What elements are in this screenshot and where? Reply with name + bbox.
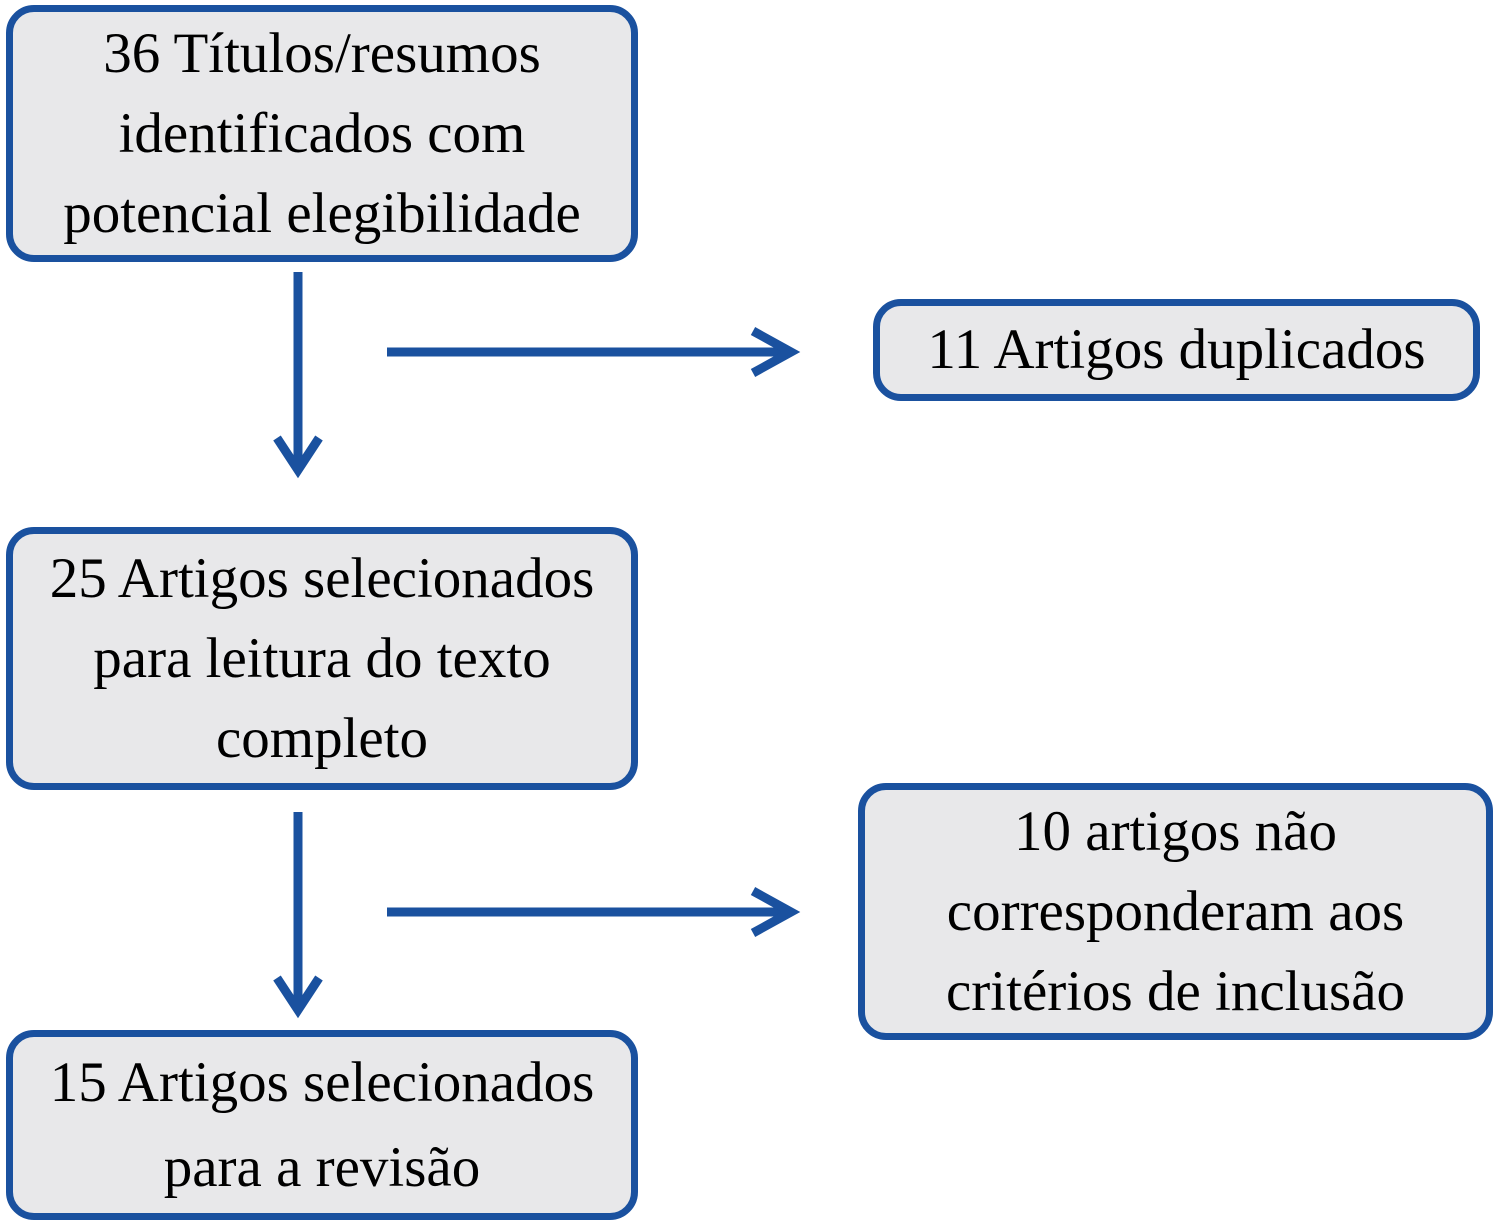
box-text-line: para a revisão [163,1136,481,1199]
box-text-line: 10 artigos não [1014,799,1337,863]
box-text-line: identificados com [118,101,526,165]
box-text-line: potencial elegibilidade [63,181,581,245]
box-excluded-criteria: 10 artigos não corresponderam aos critér… [858,783,1493,1040]
box-text-line: corresponderam aos [946,879,1405,943]
arrow-head-down-icon [273,435,323,479]
box-text-line: critérios de inclusão [945,959,1405,1023]
box-text-line: 25 Artigos selecionados [49,546,595,610]
arrow-head-right-icon [750,887,801,937]
box-text-line: completo [215,706,429,770]
arrow-fulltext-to-excluded [387,887,801,937]
box-text-line: 36 Títulos/resumos [103,21,541,85]
arrow-head-down-icon [273,975,323,1019]
box-duplicated-articles: 11 Artigos duplicados [873,299,1480,401]
arrow-head-right-icon [750,327,801,377]
arrow-identified-to-duplicates [387,327,801,377]
box-selected-fulltext: 25 Artigos selecionados para leitura do … [6,527,638,790]
box-text-line: para leitura do texto [93,626,551,690]
box-text-line: 11 Artigos duplicados [927,318,1426,381]
box-selected-review: 15 Artigos selecionados para a revisão [6,1030,638,1220]
box-titles-identified: 36 Títulos/resumos identificados com pot… [6,5,638,262]
arrow-fulltext-to-included [273,812,323,1019]
box-text-line: 15 Artigos selecionados [49,1051,595,1114]
arrow-identified-to-fulltext [273,272,323,479]
